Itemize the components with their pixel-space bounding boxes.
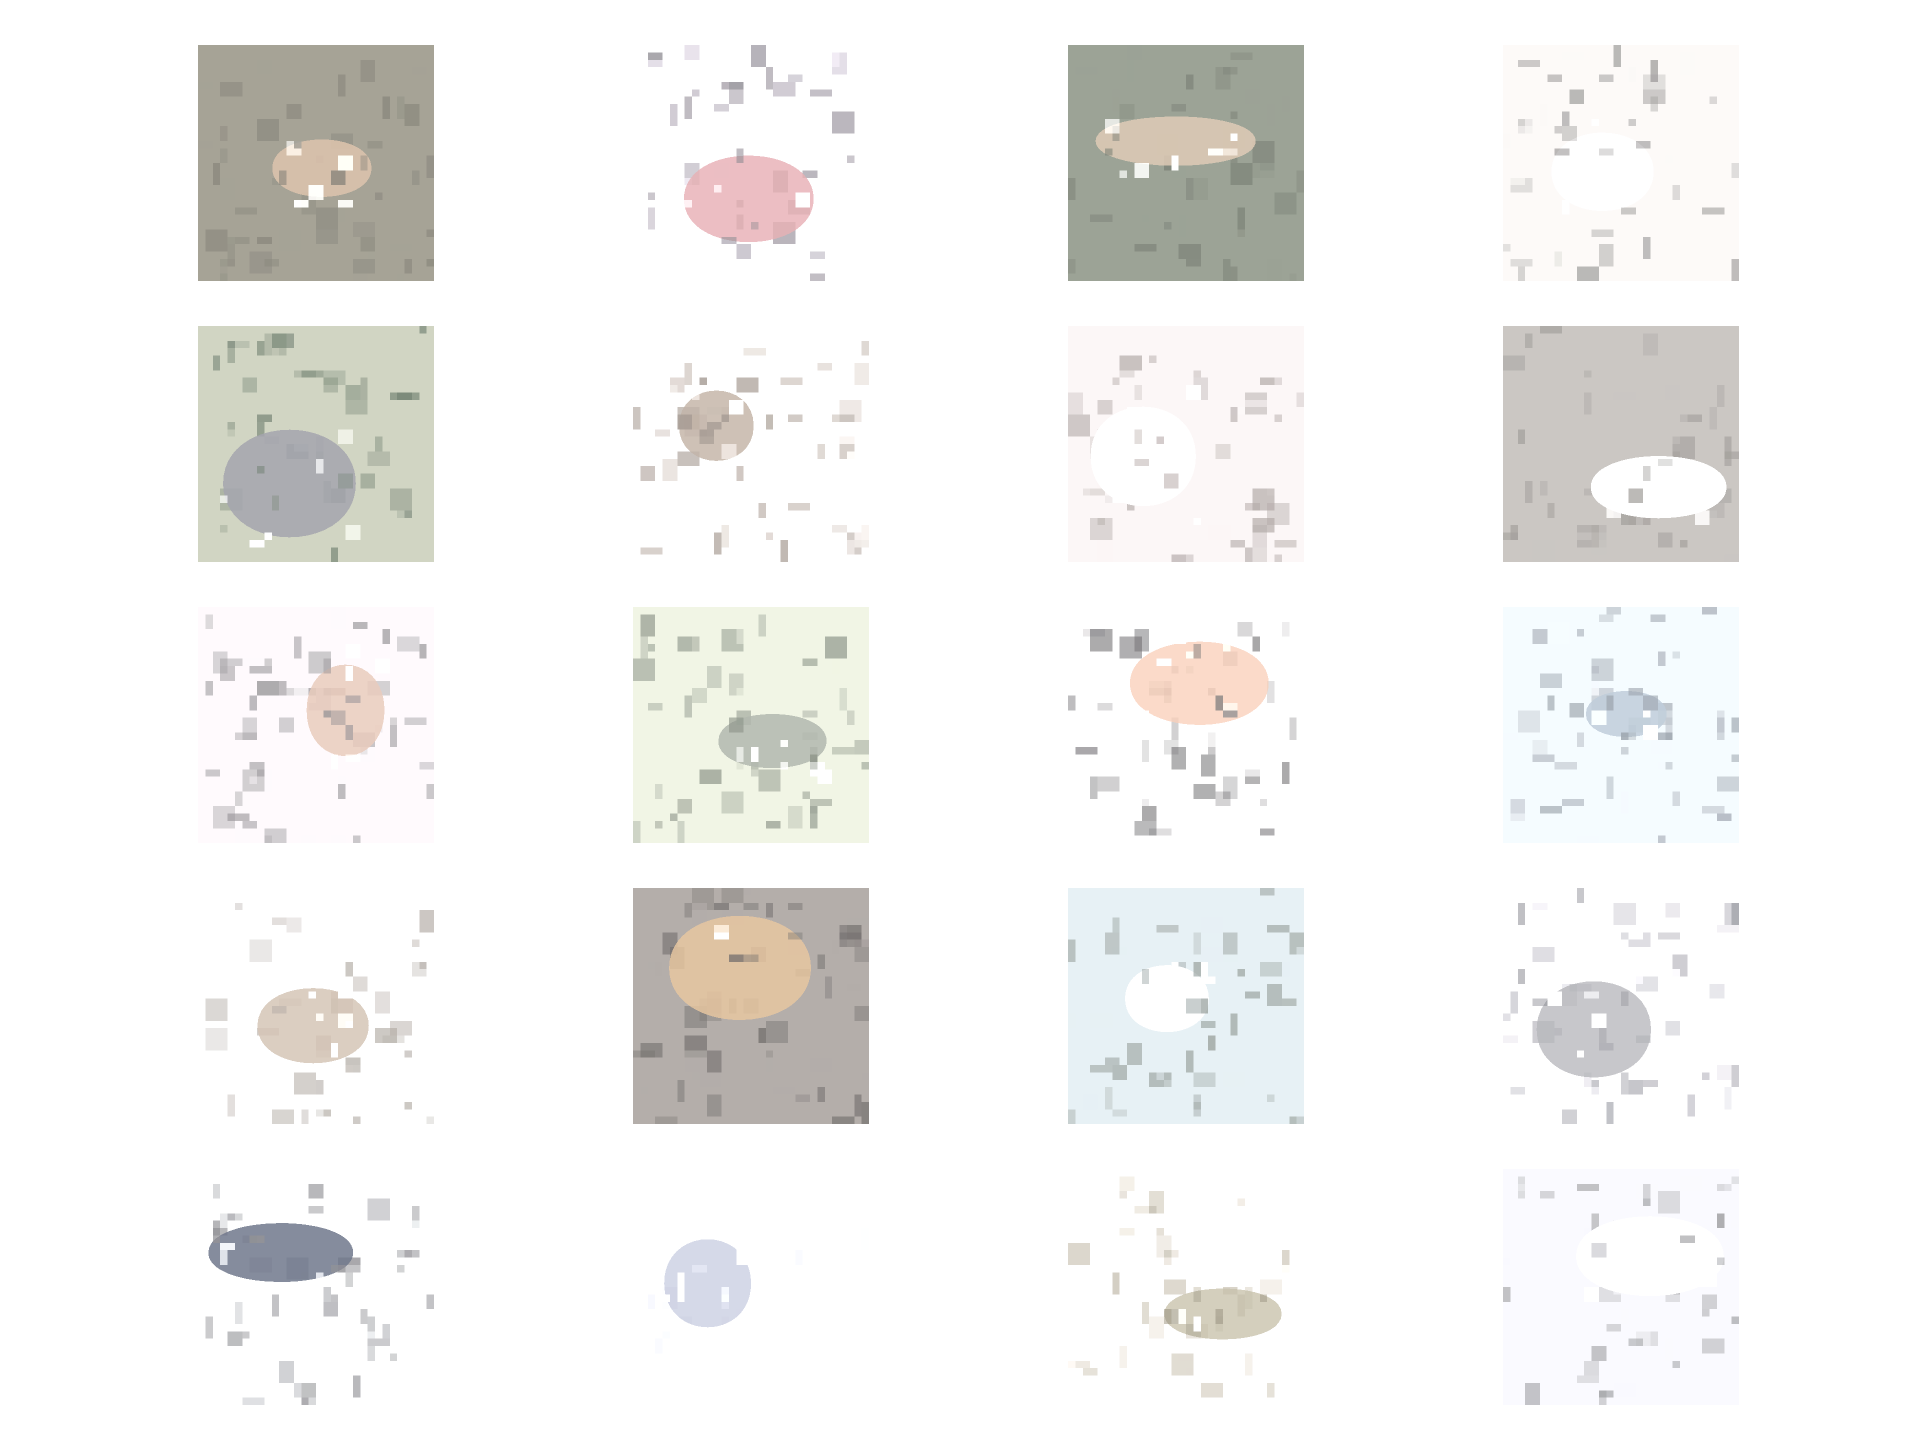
image-tile [1503, 1169, 1739, 1405]
image-tile [198, 607, 434, 843]
thumbnail-graphic [1068, 45, 1304, 281]
thumbnail-graphic [198, 607, 434, 843]
thumbnail-graphic [1068, 888, 1304, 1124]
image-tile [1503, 45, 1739, 281]
thumbnail-graphic [633, 607, 869, 843]
image-tile [198, 45, 434, 281]
thumbnail-graphic [1068, 607, 1304, 843]
image-tile [1503, 888, 1739, 1124]
image-tile [1503, 326, 1739, 562]
thumbnail-graphic [1503, 326, 1739, 562]
thumbnail-graphic [633, 326, 869, 562]
thumbnail-graphic [198, 1169, 434, 1405]
thumbnail-graphic [198, 888, 434, 1124]
thumbnail-graphic [1068, 326, 1304, 562]
thumbnail-graphic [1503, 45, 1739, 281]
thumbnail-graphic [633, 1169, 869, 1405]
thumbnail-graphic [1503, 1169, 1739, 1405]
thumbnail-graphic [1503, 888, 1739, 1124]
image-tile [1068, 1169, 1304, 1405]
thumbnail-graphic [198, 326, 434, 562]
image-tile [633, 888, 869, 1124]
image-tile [633, 607, 869, 843]
image-tile [1068, 607, 1304, 843]
image-tile [1503, 607, 1739, 843]
image-tile [1068, 326, 1304, 562]
thumbnail-graphic [633, 888, 869, 1124]
thumbnail-graphic [198, 45, 434, 281]
image-tile [633, 45, 869, 281]
image-tile [198, 1169, 434, 1405]
thumbnail-graphic [633, 45, 869, 281]
image-tile [198, 888, 434, 1124]
thumbnail-graphic [1503, 607, 1739, 843]
image-tile [1068, 888, 1304, 1124]
image-tile [198, 326, 434, 562]
thumbnail-graphic [1068, 1169, 1304, 1405]
image-tile [1068, 45, 1304, 281]
image-tile [633, 1169, 869, 1405]
image-tile [633, 326, 869, 562]
